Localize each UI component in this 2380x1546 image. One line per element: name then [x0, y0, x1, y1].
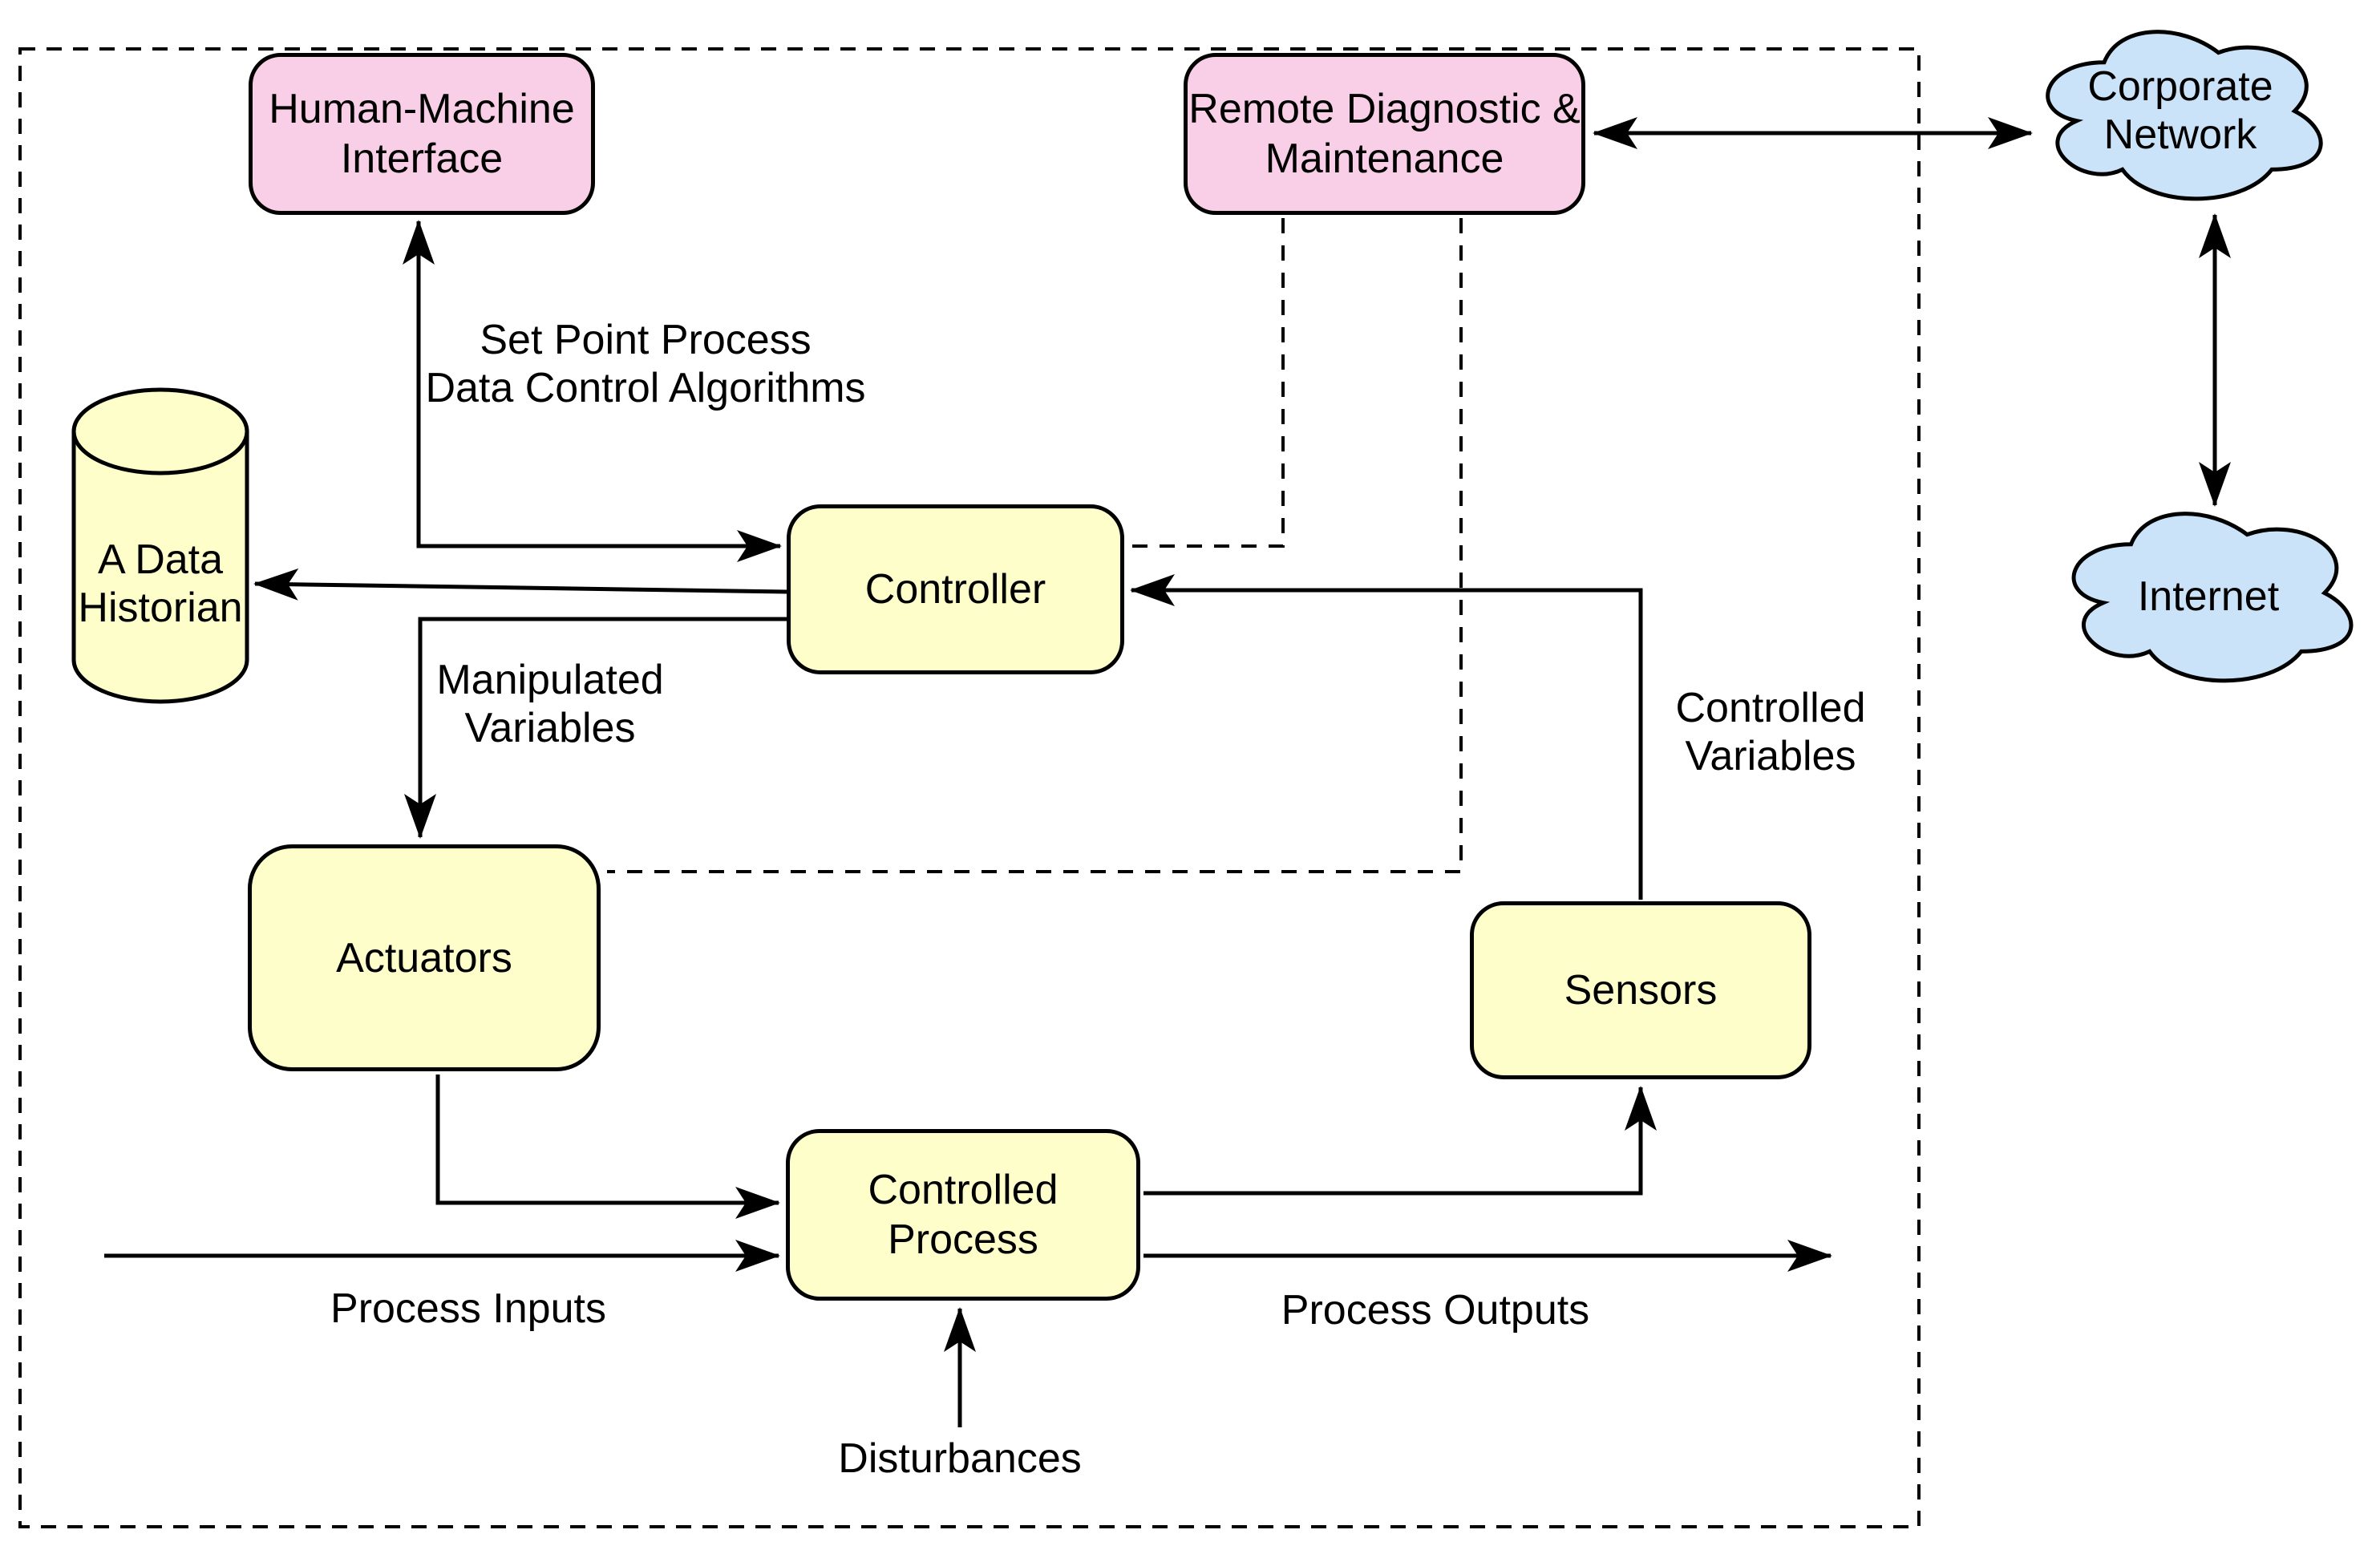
- node-sensors: Sensors: [1470, 901, 1811, 1079]
- edge-actuators-process: [435, 1075, 780, 1219]
- node-label: Sensors: [1564, 967, 1718, 1014]
- node-human-machine-interface: Human-Machine Interface: [249, 53, 595, 215]
- edge-sensors-controller: [1130, 574, 1643, 900]
- internet-cloud: [2071, 512, 2354, 683]
- node-controlled-process: Controlled Process: [786, 1129, 1140, 1301]
- edge-hmi-controller: [403, 220, 782, 562]
- data-historian-cylinder: [71, 387, 249, 704]
- node-label: Remote Diagnostic & Maintenance: [1188, 86, 1581, 182]
- edge-controller-historian: [253, 568, 787, 601]
- edge-rdm-controller: [1131, 218, 1285, 548]
- edge-controller-actuators: [404, 617, 787, 839]
- node-label: Controlled Process: [868, 1167, 1058, 1263]
- node-actuators: Actuators: [248, 844, 601, 1071]
- node-label: Controller: [864, 566, 1046, 613]
- node-label: Actuators: [336, 934, 512, 981]
- control-loop-boundary: [18, 47, 1921, 1528]
- node-controller: Controller: [787, 504, 1124, 674]
- edge-process-sensors: [1143, 1086, 1657, 1196]
- node-label: Human-Machine Interface: [269, 86, 575, 182]
- corporate-network-cloud: [2046, 30, 2323, 201]
- node-remote-diagnostic-maintenance: Remote Diagnostic & Maintenance: [1184, 53, 1585, 215]
